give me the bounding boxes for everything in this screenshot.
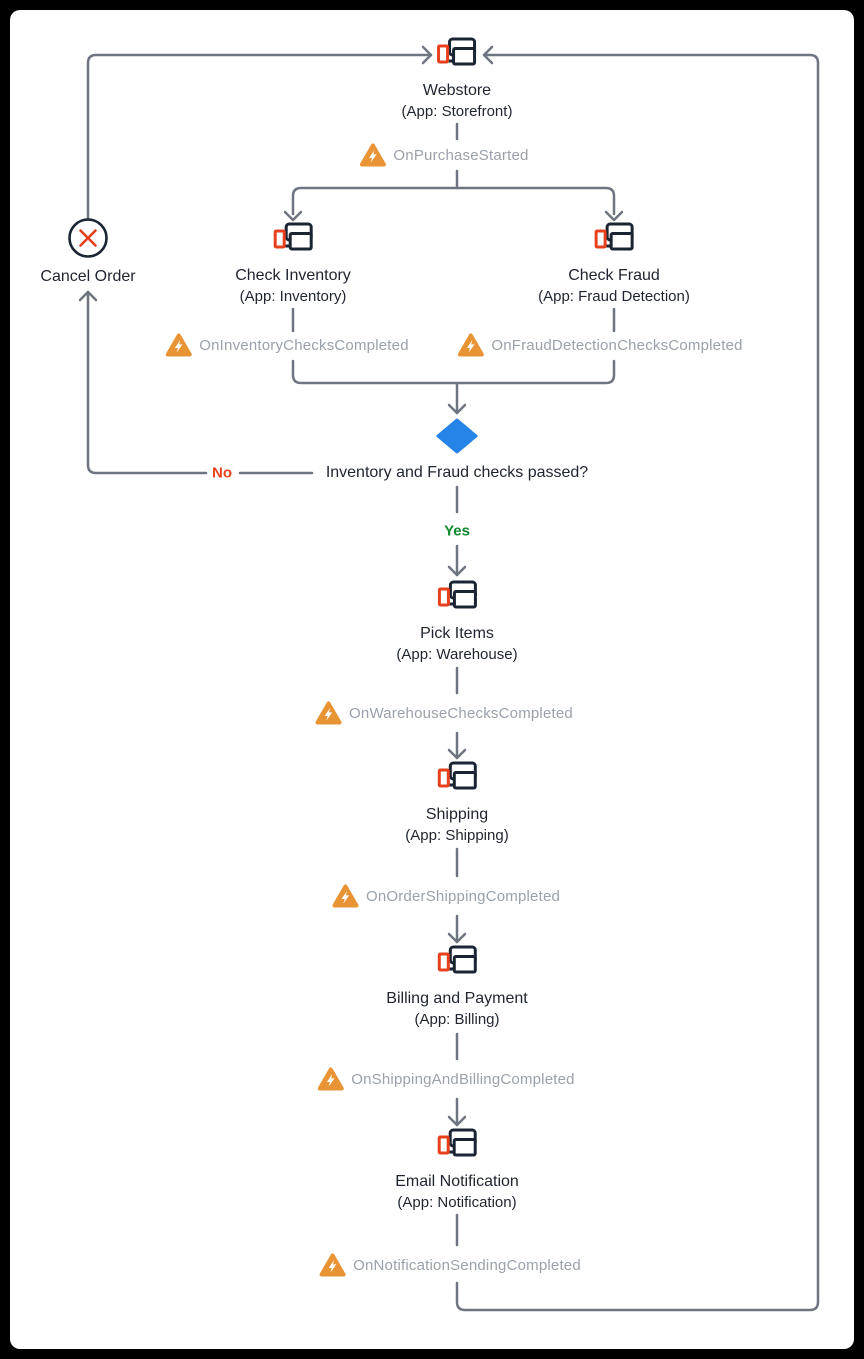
event-lightning-icon	[332, 884, 359, 908]
node-title: Check Inventory	[235, 267, 351, 284]
node-check-inventory: Check Inventory (App: Inventory)	[235, 222, 351, 307]
event-label: OnNotificationSendingCompleted	[353, 1256, 581, 1274]
devices-icon	[434, 37, 480, 73]
wire-cancel-to-webstore	[86, 53, 433, 221]
node-subtitle: (App: Storefront)	[401, 103, 513, 120]
cancel-x-cross	[79, 229, 97, 247]
event-on-purchase-started: OnPurchaseStarted	[359, 143, 528, 167]
event-on-warehouse-checks-completed: OnWarehouseChecksCompleted	[315, 701, 573, 725]
event-on-fraud-detection-checks-completed: OnFraudDetectionChecksCompleted	[457, 333, 742, 357]
arrowhead-into-decision	[447, 403, 467, 415]
wire-notification-to-webstore	[455, 53, 820, 1312]
event-label: OnOrderShippingCompleted	[365, 887, 561, 905]
node-webstore: Webstore (App: Storefront)	[401, 37, 513, 122]
event-lightning-icon	[315, 701, 342, 725]
node-check-fraud: Check Fraud (App: Fraud Detection)	[538, 222, 690, 307]
event-lightning-icon	[165, 333, 192, 357]
event-on-shipping-and-billing-completed: OnShippingAndBillingCompleted	[317, 1067, 575, 1091]
event-label: OnInventoryChecksCompleted	[199, 336, 409, 354]
arrowhead-into-email	[447, 1115, 467, 1127]
event-lightning-icon	[457, 333, 484, 357]
node-shipping: Shipping (App: Shipping)	[405, 761, 509, 846]
node-subtitle: (App: Notification)	[397, 1194, 517, 1211]
event-lightning-icon	[317, 1067, 344, 1091]
devices-icon	[434, 1128, 480, 1164]
event-lightning-icon	[359, 143, 386, 167]
node-title: Shipping	[425, 806, 489, 823]
node-billing: Billing and Payment (App: Billing)	[386, 945, 528, 1030]
decision-diamond-icon	[436, 418, 478, 454]
node-title: Webstore	[422, 82, 492, 99]
event-on-notification-sending-completed: OnNotificationSendingCompleted	[319, 1253, 581, 1277]
node-subtitle: (App: Billing)	[414, 1011, 500, 1028]
node-title: Check Fraud	[568, 267, 660, 284]
wire-merge	[291, 359, 616, 385]
arrowhead-check-fraud	[604, 210, 624, 222]
cancel-order-label: Cancel Order	[40, 268, 136, 285]
event-label: OnFraudDetectionChecksCompleted	[491, 336, 743, 354]
wire-no-left-segment	[86, 290, 208, 475]
decision-no-label: No	[212, 464, 232, 482]
event-lightning-icon	[319, 1253, 346, 1277]
arrowhead-check-inventory	[283, 210, 303, 222]
node-subtitle: (App: Fraud Detection)	[538, 288, 690, 305]
arrowhead-into-pick-items	[447, 565, 467, 577]
decision-question: Inventory and Fraud checks passed?	[325, 464, 589, 481]
node-subtitle: (App: Inventory)	[239, 288, 347, 305]
arrowhead-into-cancel-order	[78, 290, 98, 302]
devices-icon	[434, 761, 480, 797]
arrowhead-into-webstore-left	[421, 45, 433, 65]
diagram-canvas	[10, 10, 854, 1349]
node-pick-items: Pick Items (App: Warehouse)	[396, 580, 518, 665]
devices-icon	[434, 580, 480, 616]
node-email-notification: Email Notification (App: Notification)	[395, 1128, 519, 1213]
node-subtitle: (App: Warehouse)	[396, 646, 518, 663]
node-subtitle: (App: Shipping)	[405, 827, 509, 844]
event-label: OnShippingAndBillingCompleted	[351, 1070, 575, 1088]
event-label: OnPurchaseStarted	[393, 146, 529, 164]
arrowhead-into-shipping	[447, 748, 467, 760]
event-on-order-shipping-completed: OnOrderShippingCompleted	[332, 884, 560, 908]
node-title: Email Notification	[395, 1173, 519, 1190]
devices-icon	[270, 222, 316, 258]
devices-icon	[434, 945, 480, 981]
event-label: OnWarehouseChecksCompleted	[349, 704, 573, 722]
node-title: Billing and Payment	[386, 990, 528, 1007]
wire-split	[291, 186, 616, 216]
arrowhead-into-billing	[447, 932, 467, 944]
decision-yes-label: Yes	[444, 522, 470, 540]
devices-icon	[591, 222, 637, 258]
event-on-inventory-checks-completed: OnInventoryChecksCompleted	[165, 333, 409, 357]
node-title: Pick Items	[420, 625, 494, 642]
arrowhead-into-webstore-right	[482, 45, 494, 65]
